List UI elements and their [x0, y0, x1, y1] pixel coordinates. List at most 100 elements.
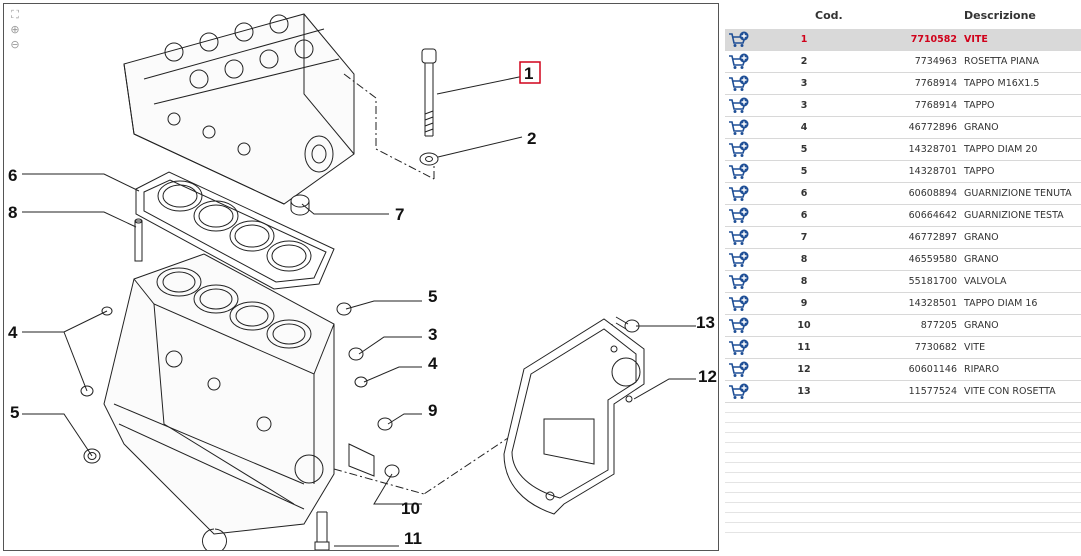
- part-position: 12: [797, 364, 811, 375]
- add-to-cart-icon[interactable]: [728, 119, 750, 136]
- callout-1-highlight[interactable]: [519, 61, 541, 84]
- cover-drawing: [503, 318, 645, 515]
- table-row[interactable]: 2 7734963 ROSETTA PIANA: [725, 51, 1081, 73]
- add-to-cart-icon[interactable]: [728, 53, 750, 70]
- cylinder-head-drawing: [123, 13, 355, 205]
- bolt-drawing: [421, 48, 437, 137]
- head-gasket-drawing: [135, 171, 335, 290]
- part-position: 4: [800, 122, 808, 133]
- part-code: 60608894: [908, 188, 957, 199]
- add-to-cart-icon[interactable]: [728, 31, 750, 48]
- part-description: GRANO: [964, 232, 999, 243]
- part-position: 3: [800, 100, 808, 111]
- add-to-cart-icon[interactable]: [728, 361, 750, 378]
- add-to-cart-icon[interactable]: [728, 185, 750, 202]
- callout-4-left[interactable]: 4: [8, 323, 18, 342]
- add-to-cart-icon[interactable]: [728, 141, 750, 158]
- part-position: 6: [800, 210, 808, 221]
- callout-6[interactable]: 6: [8, 166, 17, 185]
- part-position: 6: [800, 188, 808, 199]
- empty-row: [725, 413, 1081, 423]
- add-to-cart-icon[interactable]: [728, 339, 750, 356]
- part-description: VITE CON ROSETTA: [964, 386, 1056, 397]
- part-description: GRANO: [964, 254, 999, 265]
- part-code: 46772897: [908, 232, 957, 243]
- callout-4-right[interactable]: 4: [428, 354, 438, 373]
- part-position: 8: [800, 276, 808, 287]
- callout-7[interactable]: 7: [395, 205, 404, 224]
- callout-8[interactable]: 8: [8, 203, 17, 222]
- add-to-cart-icon[interactable]: [728, 317, 750, 334]
- add-to-cart-icon[interactable]: [728, 273, 750, 290]
- part-description: RIPARO: [964, 364, 1000, 375]
- table-row[interactable]: 13 11577524 VITE CON ROSETTA: [725, 381, 1081, 403]
- callout-11[interactable]: 11: [404, 529, 422, 548]
- column-header-description[interactable]: Descrizione: [964, 9, 1036, 22]
- callout-12[interactable]: 12: [698, 367, 717, 386]
- part-description: GRANO: [964, 122, 999, 133]
- callout-3[interactable]: 3: [428, 325, 437, 344]
- empty-row: [725, 443, 1081, 453]
- part-code: 11577524: [908, 386, 957, 397]
- part-position: 2: [800, 56, 808, 67]
- part-description: VITE: [964, 34, 988, 45]
- callout-5-right[interactable]: 5: [428, 287, 437, 306]
- part-description: TAPPO DIAM 20: [964, 144, 1038, 155]
- empty-row: [725, 423, 1081, 433]
- empty-row: [725, 493, 1081, 503]
- part-position: 11: [797, 342, 811, 353]
- empty-row: [725, 403, 1081, 413]
- empty-row: [725, 523, 1081, 533]
- part-position: 13: [797, 386, 811, 397]
- zoom-out-icon[interactable]: ⊖: [10, 38, 20, 51]
- fit-page-icon[interactable]: ⛶: [11, 8, 19, 21]
- callout-2[interactable]: 2: [527, 129, 536, 148]
- add-to-cart-icon[interactable]: [728, 229, 750, 246]
- add-to-cart-icon[interactable]: [728, 163, 750, 180]
- part-description: ROSETTA PIANA: [964, 56, 1039, 67]
- empty-row: [725, 503, 1081, 513]
- part-code: 7734963: [914, 56, 957, 67]
- add-to-cart-icon[interactable]: [728, 251, 750, 268]
- callout-5-left[interactable]: 5: [10, 403, 19, 422]
- column-header-code[interactable]: Cod.: [815, 9, 843, 22]
- add-to-cart-icon[interactable]: [728, 75, 750, 92]
- part-code: 46559580: [908, 254, 957, 265]
- part-code: 55181700: [908, 276, 957, 287]
- add-to-cart-icon[interactable]: [728, 97, 750, 114]
- callout-10[interactable]: 10: [401, 499, 420, 518]
- part-code: 877205: [920, 320, 957, 331]
- part-code: 14328701: [908, 166, 957, 177]
- empty-row: [725, 513, 1081, 523]
- add-to-cart-icon[interactable]: [728, 383, 750, 400]
- empty-row: [725, 483, 1081, 493]
- engine-block-diagram: 1 2 6 7 8 4 5 3 4 9 5 13 12 10 11: [8, 13, 717, 550]
- zoom-in-icon[interactable]: ⊕: [10, 23, 20, 36]
- empty-row: [725, 473, 1081, 483]
- callout-1[interactable]: 1: [524, 64, 533, 83]
- add-to-cart-icon[interactable]: [728, 295, 750, 312]
- add-to-cart-icon[interactable]: [728, 207, 750, 224]
- part-position: 3: [800, 78, 808, 89]
- callout-9[interactable]: 9: [428, 401, 437, 420]
- part-description: TAPPO: [964, 100, 995, 111]
- parts-table-header: Cod. Descrizione: [725, 5, 1081, 29]
- callout-13[interactable]: 13: [696, 313, 715, 332]
